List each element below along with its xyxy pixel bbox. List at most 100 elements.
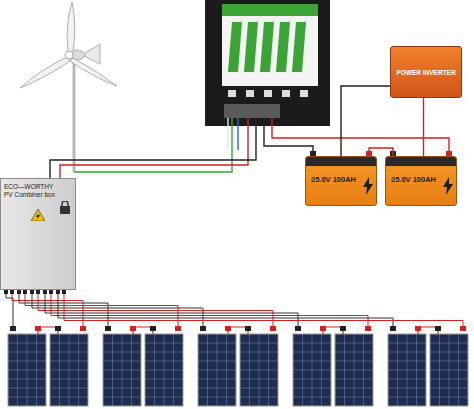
solar-panel [430, 334, 468, 406]
panel-grid [103, 352, 141, 353]
controller-icon [282, 90, 290, 97]
panel-grid [50, 361, 88, 362]
panel-grid [103, 343, 141, 344]
panel-grid [430, 379, 468, 380]
node-label: POWER INVERTER [396, 69, 455, 76]
panel-grid [335, 343, 373, 344]
panel-grid [293, 379, 331, 380]
panel-grid [335, 370, 373, 371]
controller-stripe [292, 22, 306, 72]
controller-icon [300, 90, 308, 97]
panel-grid [103, 370, 141, 371]
lock-shackle [62, 201, 68, 206]
turbine-wire [74, 118, 232, 172]
solar-panel [103, 334, 141, 406]
power-cable [341, 86, 390, 156]
panel-grid [430, 388, 468, 389]
controller-label [222, 4, 318, 86]
controller-stripe [244, 22, 258, 72]
panel-grid [103, 379, 141, 380]
terminal [320, 326, 326, 331]
panel-grid [198, 397, 236, 398]
panel-grid [335, 352, 373, 353]
panel-grid [103, 388, 141, 389]
panel-grid [103, 361, 141, 362]
panel-grid [388, 343, 426, 344]
terminal [130, 326, 136, 331]
solar-panel [198, 334, 236, 406]
controller-wire [237, 118, 238, 150]
panel-grid [50, 379, 88, 380]
lightning-icon [363, 177, 373, 195]
terminal [460, 326, 466, 331]
battery-lid [306, 157, 376, 166]
panel-grid [50, 388, 88, 389]
terminal [150, 326, 156, 331]
controller-stripe [260, 22, 274, 72]
pv-wire [60, 118, 248, 178]
panel-grid [145, 343, 183, 344]
panel-grid [103, 397, 141, 398]
panel-grid [145, 397, 183, 398]
panel-grid [8, 370, 46, 371]
power-cable [423, 98, 424, 156]
panel-grid [198, 343, 236, 344]
turbine-blade [67, 2, 75, 52]
controller-stripe [228, 22, 242, 72]
panel-grid [430, 352, 468, 353]
battery-lid [386, 157, 456, 166]
panel-grid [293, 370, 331, 371]
wind-turbine [20, 2, 117, 172]
charge-controller [205, 0, 330, 126]
panel-grid [240, 388, 278, 389]
terminal [105, 326, 111, 331]
panel-grid [388, 397, 426, 398]
panel-grid [8, 388, 46, 389]
lightning-shape [443, 177, 453, 195]
terminal [80, 326, 86, 331]
panel-grid [388, 370, 426, 371]
panel-grid [335, 361, 373, 362]
terminal [245, 326, 251, 331]
terminal [435, 326, 441, 331]
terminal [295, 326, 301, 331]
terminal [35, 326, 41, 331]
panel-grid [388, 352, 426, 353]
panel-grid [293, 397, 331, 398]
terminal [365, 326, 371, 331]
panel-grid [198, 352, 236, 353]
panel-grid [293, 352, 331, 353]
solar-panel [145, 334, 183, 406]
warning-triangle [31, 209, 45, 221]
solar-panel [293, 334, 331, 406]
terminal [55, 326, 61, 331]
panel-grid [293, 343, 331, 344]
terminal [175, 326, 181, 331]
node-sublabel: PV Combiner box [4, 191, 72, 199]
panel-grid [388, 379, 426, 380]
panel-grid [240, 361, 278, 362]
panel-grid [8, 361, 46, 362]
controller-icon [246, 90, 254, 97]
solar-panel [8, 334, 46, 406]
panel-grid [430, 397, 468, 398]
node-label: 25.6V 100AH [311, 175, 372, 184]
terminal [270, 326, 276, 331]
solar-panels [4, 289, 468, 406]
panel-grid [240, 397, 278, 398]
terminal [200, 326, 206, 331]
solar-panel [335, 334, 373, 406]
panel-grid [240, 343, 278, 344]
lightning-shape [363, 177, 373, 195]
controller-icon [228, 90, 236, 97]
panel-grid [8, 379, 46, 380]
panel-grid [8, 343, 46, 344]
node-label: ECO—WORTHY [4, 183, 72, 191]
turbine-blade [20, 57, 70, 88]
panel-grid [430, 370, 468, 371]
panel-grid [240, 352, 278, 353]
terminal [415, 326, 421, 331]
panel-grid [293, 388, 331, 389]
panel-grid [145, 361, 183, 362]
